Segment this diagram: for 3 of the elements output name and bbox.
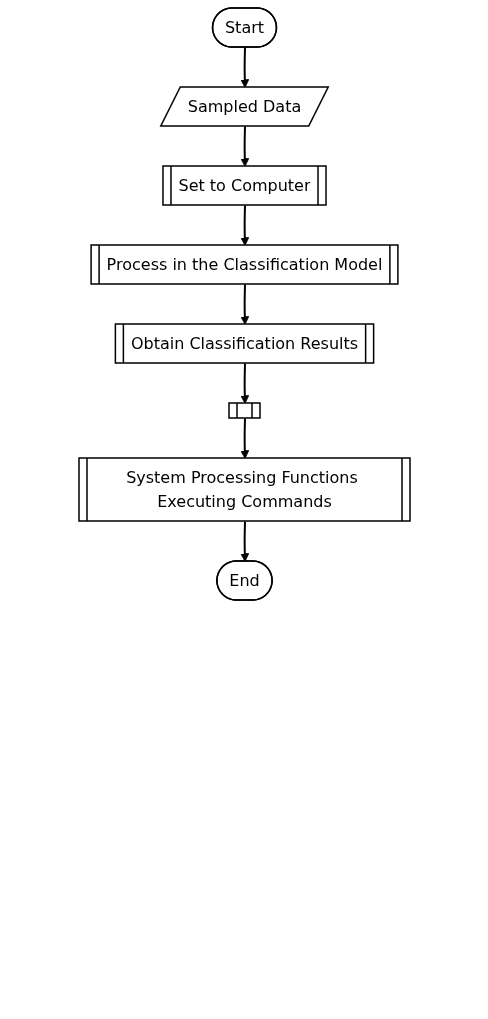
node-box xyxy=(227,402,261,419)
arrow xyxy=(239,46,249,88)
arrow xyxy=(239,417,249,459)
